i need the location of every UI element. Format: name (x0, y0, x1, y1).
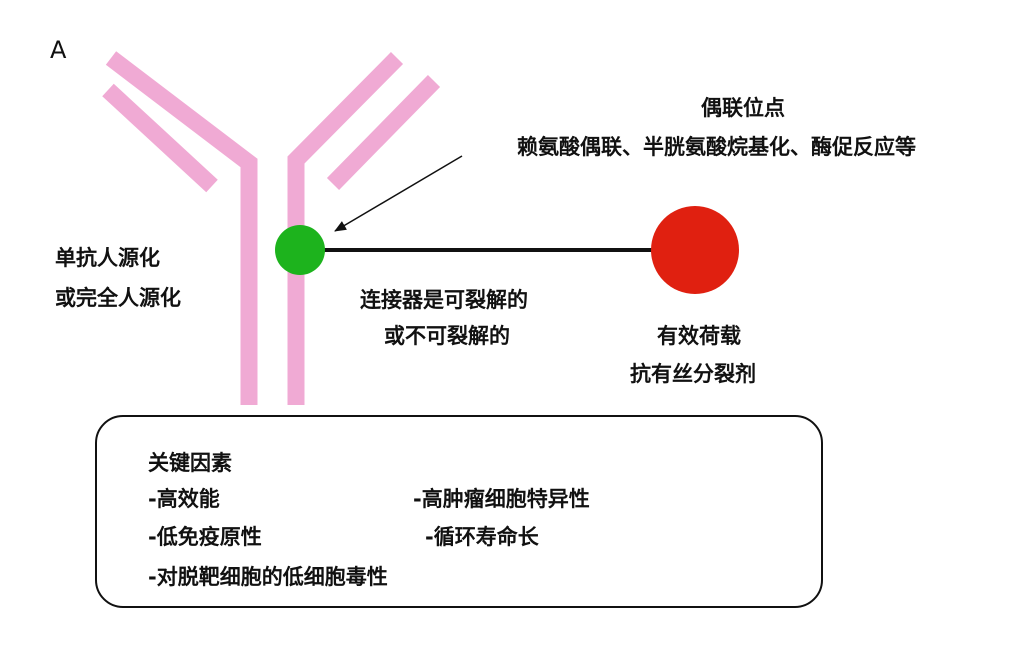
antibody-shape (108, 58, 434, 405)
panel-label: A (50, 36, 66, 64)
payload-desc-line1: 有效荷载 (657, 320, 741, 350)
antibody-desc-line1: 单抗人源化 (55, 242, 160, 272)
key-factor-item: -高肿瘤细胞特异性 (413, 483, 590, 513)
conjugation-site-title: 偶联位点 (701, 92, 785, 122)
key-factor-item: -低免疫原性 (148, 521, 262, 551)
antibody-desc-line2: 或完全人源化 (55, 282, 181, 312)
conjugation-methods: 赖氨酸偶联、半胱氨酸烷基化、酶促反应等 (517, 131, 916, 161)
linker-desc-line2: 或不可裂解的 (384, 320, 510, 350)
key-factor-item: -对脱靶细胞的低细胞毒性 (148, 561, 388, 591)
conjugation-site-dot (275, 225, 325, 275)
payload-desc-line2: 抗有丝分裂剂 (630, 358, 756, 388)
payload-circle (651, 206, 739, 294)
key-factor-item: -高效能 (148, 483, 220, 513)
key-factor-item: -循环寿命长 (425, 521, 539, 551)
key-factors-title: 关键因素 (148, 447, 232, 477)
linker-desc-line1: 连接器是可裂解的 (360, 284, 528, 314)
